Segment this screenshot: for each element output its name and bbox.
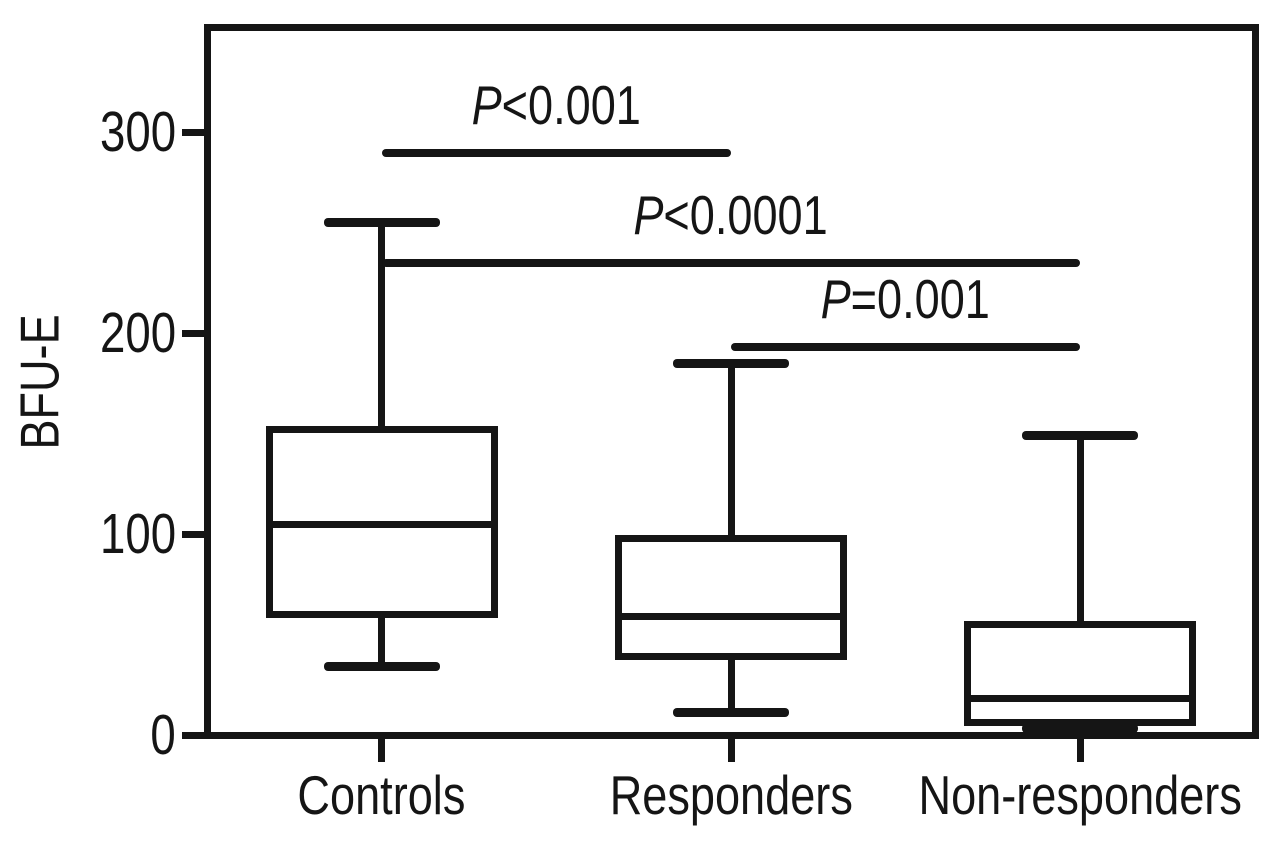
y-tick-100 xyxy=(182,530,207,538)
median-line-Controls xyxy=(265,520,498,528)
median-line-Non-responders xyxy=(964,695,1197,703)
whisker-cap-upper-Non-responders xyxy=(1022,431,1139,441)
p-value-text: <0.001 xyxy=(501,73,641,136)
whisker-cap-lower-Responders xyxy=(673,708,789,718)
sig-label-0: P<0.001 xyxy=(296,77,816,133)
y-tick-label-100: 100 xyxy=(99,502,176,567)
y-tick-200 xyxy=(182,329,207,337)
whisker-cap-upper-Responders xyxy=(673,358,789,368)
iqr-box-Non-responders xyxy=(964,621,1197,727)
whisker-lower-Controls xyxy=(378,614,386,667)
whisker-cap-lower-Non-responders xyxy=(1022,724,1139,734)
x-category-label-Responders: Responders xyxy=(609,764,853,826)
x-category-label-Non-responders: Non-responders xyxy=(918,764,1243,826)
x-tick-Responders xyxy=(727,739,735,762)
p-value-text: <0.0001 xyxy=(663,183,829,246)
y-tick-0 xyxy=(182,731,207,739)
p-value-symbol: P xyxy=(633,183,664,246)
median-line-Responders xyxy=(615,612,847,620)
p-value-text: =0.001 xyxy=(851,268,991,331)
y-tick-label-300: 300 xyxy=(99,100,176,165)
y-tick-label-0: 0 xyxy=(150,703,176,767)
whisker-upper-Non-responders xyxy=(1076,435,1084,625)
sig-label-2: P=0.001 xyxy=(646,272,1166,327)
sig-bar-0 xyxy=(381,148,731,157)
whisker-upper-Responders xyxy=(727,363,735,539)
sig-bar-1 xyxy=(381,258,1081,267)
iqr-box-Responders xyxy=(615,534,847,661)
whisker-lower-Responders xyxy=(727,656,735,713)
sig-label-1: P<0.0001 xyxy=(471,187,991,243)
x-category-label-Controls: Controls xyxy=(297,764,466,826)
whisker-cap-lower-Controls xyxy=(323,662,440,672)
x-tick-Controls xyxy=(378,739,386,762)
whisker-upper-Controls xyxy=(378,222,386,430)
p-value-symbol: P xyxy=(821,268,852,331)
y-tick-label-200: 200 xyxy=(99,301,176,366)
p-value-symbol: P xyxy=(471,73,502,136)
sig-bar-2 xyxy=(731,343,1081,352)
x-tick-Non-responders xyxy=(1076,739,1084,762)
y-tick-300 xyxy=(182,128,207,136)
whisker-cap-upper-Controls xyxy=(323,218,440,228)
